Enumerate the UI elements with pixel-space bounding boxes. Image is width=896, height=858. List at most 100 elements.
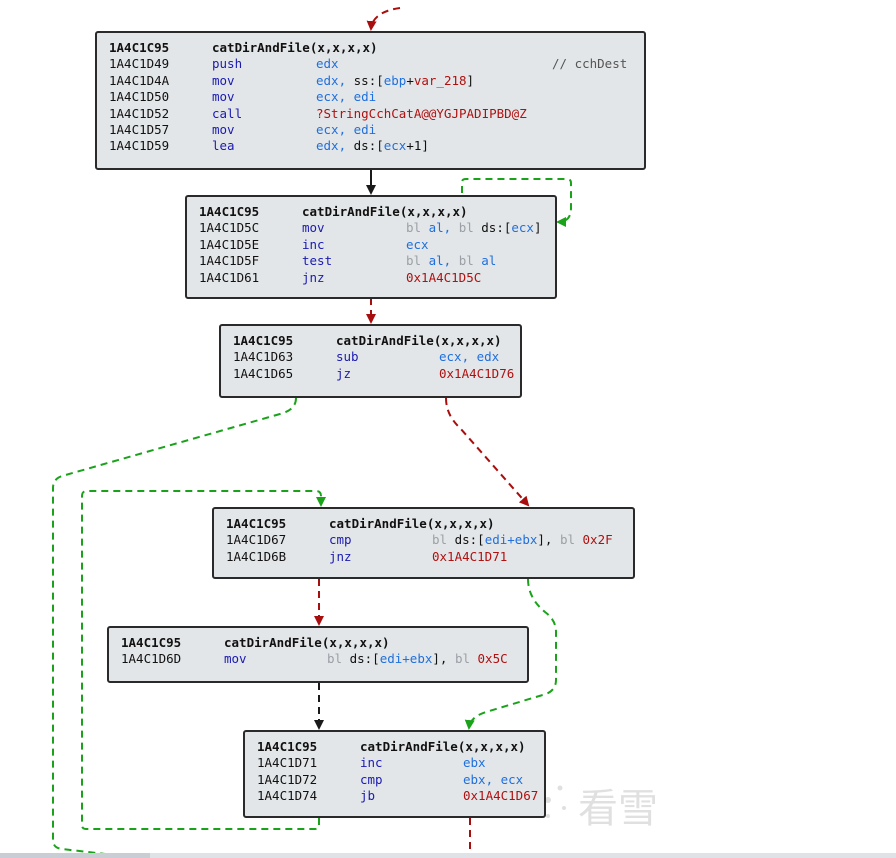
block-header-address: 1A4C1C95 <box>257 739 318 754</box>
instruction-operands: ecx, edx <box>439 349 499 365</box>
instruction-mnemonic: mov <box>224 651 247 667</box>
operand-token: var_218 <box>413 72 467 88</box>
block-function-name: catDirAndFile(x,x,x,x) <box>329 516 495 531</box>
instruction-operands: 0x1A4C1D71 <box>432 549 507 565</box>
block-function-name: catDirAndFile(x,x,x,x) <box>212 40 378 55</box>
instruction-row[interactable]: 1A4C1D52 call ?StringCchCatA@@YGJPADIPBD@Z <box>97 106 644 122</box>
instruction-mnemonic: jb <box>360 788 376 804</box>
instruction-address: 1A4C1D74 <box>257 788 318 804</box>
operand-token: bl <box>327 651 350 667</box>
operand-token: bl <box>432 532 455 548</box>
operand-token: edi+ebx <box>484 532 538 548</box>
instruction-mnemonic: call <box>212 105 243 121</box>
instruction-address: 1A4C1D71 <box>257 755 318 771</box>
block-header-address: 1A4C1C95 <box>226 516 287 531</box>
instruction-mnemonic: mov <box>212 72 235 88</box>
instruction-row[interactable]: 1A4C1D49 push edx // cchDest <box>97 56 644 72</box>
instruction-mnemonic: push <box>212 56 243 72</box>
operand-token: 0x1A4C1D67 <box>463 788 539 804</box>
operand-token: bl <box>406 253 429 269</box>
instruction-address: 1A4C1D6D <box>121 651 182 667</box>
horizontal-scrollbar[interactable] <box>0 853 896 858</box>
block-header: 1A4C1C95 catDirAndFile(x,x,x,x) <box>187 204 555 220</box>
block-header-address: 1A4C1C95 <box>233 333 294 348</box>
instruction-operands: edx, ss:[ebp+var_218] <box>316 73 474 89</box>
operand-token: al, <box>428 220 459 236</box>
operand-token: al <box>481 253 497 269</box>
instruction-address: 1A4C1D49 <box>109 56 170 72</box>
instruction-address: 1A4C1D5E <box>199 236 260 252</box>
operand-token: ss:[ <box>353 72 384 88</box>
block-header-address: 1A4C1C95 <box>121 635 182 650</box>
instruction-operands: ebx <box>463 755 486 771</box>
instruction-address: 1A4C1D52 <box>109 105 170 121</box>
instruction-operands: bl al, bl al <box>406 253 496 269</box>
instruction-row[interactable]: 1A4C1D4A mov edx, ss:[ebp+var_218] <box>97 73 644 89</box>
instruction-mnemonic: jnz <box>302 269 325 285</box>
operand-token: + <box>406 72 414 88</box>
operand-token: ebx <box>463 755 486 771</box>
operand-token: ds:[ <box>349 651 380 667</box>
operand-token: edx, <box>316 72 354 88</box>
operand-token: ecx, edi <box>316 121 377 137</box>
instruction-mnemonic: mov <box>212 89 235 105</box>
instruction-address: 1A4C1D4A <box>109 72 170 88</box>
instruction-row[interactable]: 1A4C1D74 jb 0x1A4C1D67 <box>245 788 544 804</box>
instruction-comment: // cchDest <box>552 56 628 72</box>
instruction-address: 1A4C1D50 <box>109 89 170 105</box>
instruction-address: 1A4C1D59 <box>109 138 170 154</box>
operand-token: ] <box>533 220 542 236</box>
instruction-address: 1A4C1D65 <box>233 365 294 381</box>
edge-n4-n6 <box>464 578 557 730</box>
instruction-address: 1A4C1D5C <box>199 220 260 236</box>
watermark-text: 看雪 <box>578 786 658 832</box>
instruction-mnemonic: cmp <box>360 771 383 787</box>
instruction-operands: ?StringCchCatA@@YGJPADIPBD@Z <box>316 106 527 122</box>
instruction-mnemonic: jnz <box>329 548 352 564</box>
operand-token: 0x5C <box>477 651 508 667</box>
instruction-address: 1A4C1D5F <box>199 253 260 269</box>
instruction-operands: bl al, bl ds:[ecx] <box>406 220 541 236</box>
operand-token: ecx <box>406 236 429 252</box>
operand-token: ds:[ <box>454 532 485 548</box>
scrollbar-thumb[interactable] <box>0 853 150 858</box>
operand-token: bl <box>458 220 482 236</box>
operand-token: edx <box>316 56 339 72</box>
block-header-address: 1A4C1C95 <box>199 204 260 219</box>
operand-token: +1] <box>406 138 429 154</box>
edge-n3-exit <box>52 397 297 858</box>
operand-token: bl <box>458 253 482 269</box>
edge-n6-n4 <box>81 490 326 830</box>
instruction-address: 1A4C1D67 <box>226 532 287 548</box>
edge-n2-loop <box>461 178 572 227</box>
operand-token: ], <box>537 532 560 548</box>
watermark: 看雪 <box>528 785 658 832</box>
operand-token: ecx <box>511 220 534 236</box>
instruction-mnemonic: sub <box>336 349 359 365</box>
instruction-operands: ecx <box>406 237 429 253</box>
instruction-row[interactable]: 1A4C1D5F test bl al, bl al <box>187 253 555 269</box>
instruction-mnemonic: test <box>302 253 333 269</box>
block-function-name: catDirAndFile(x,x,x,x) <box>302 204 468 219</box>
